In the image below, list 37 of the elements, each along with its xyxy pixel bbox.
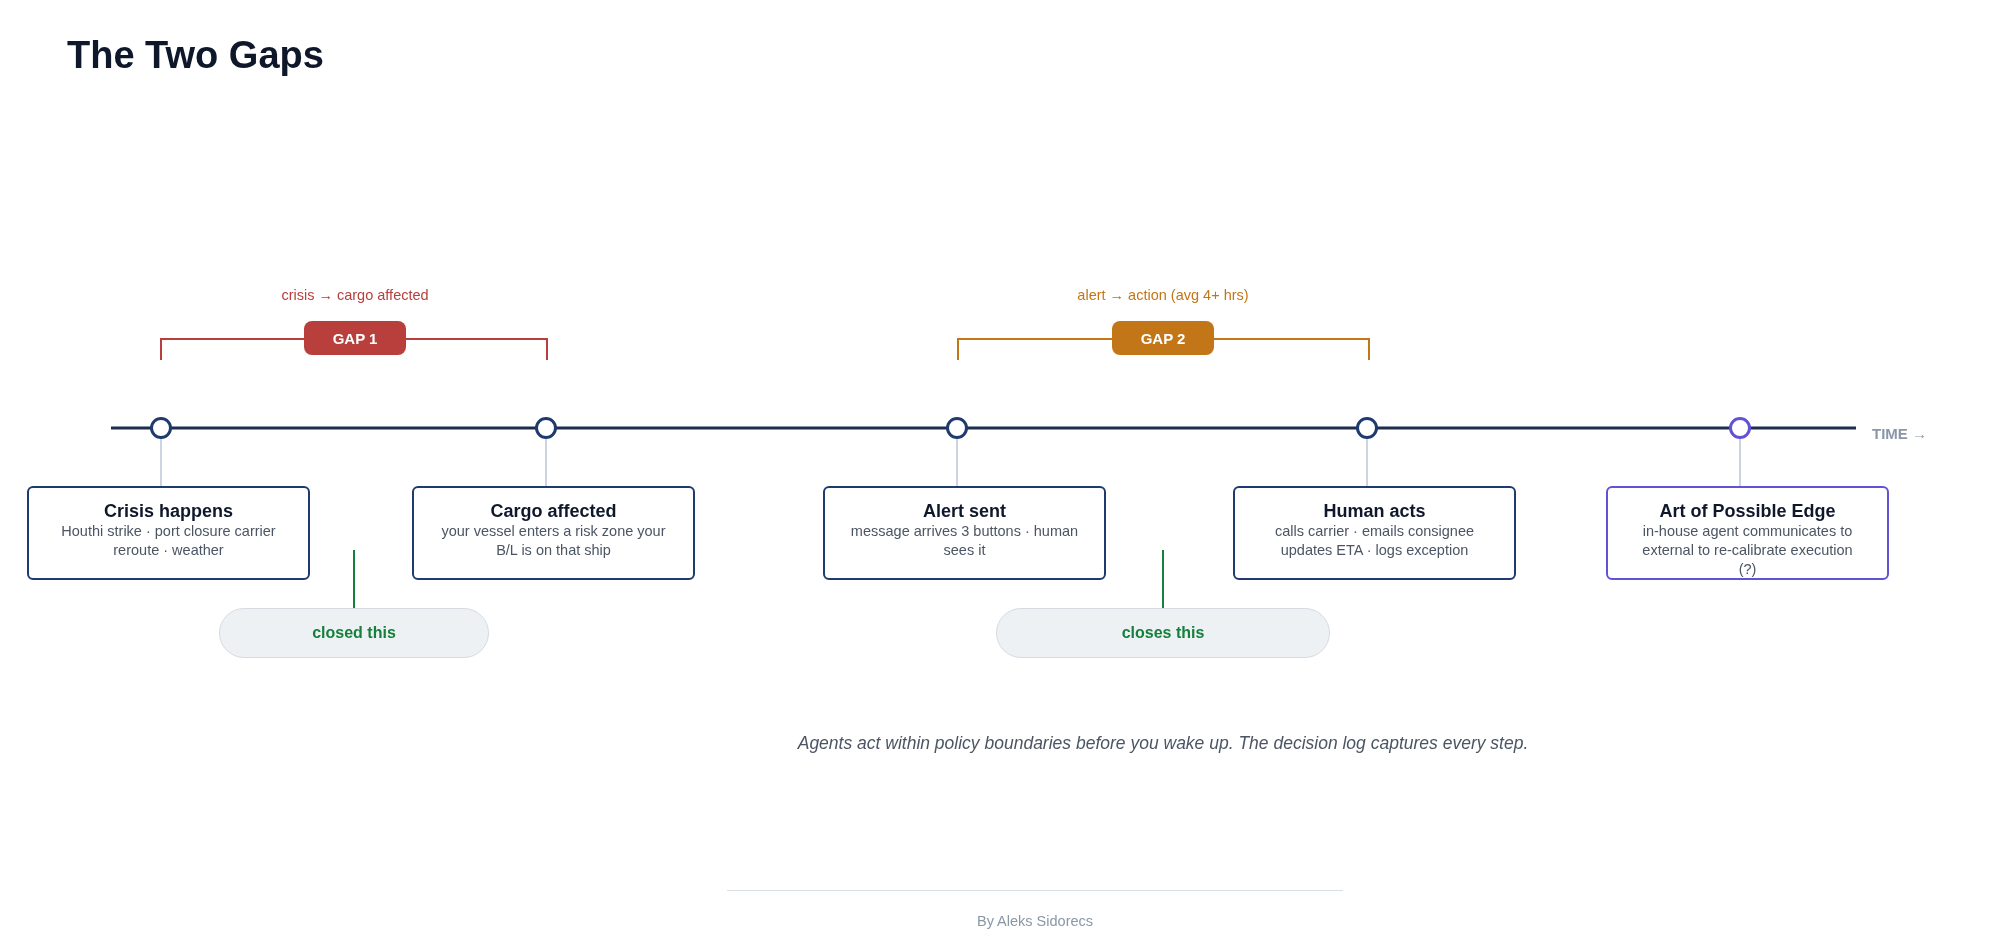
status-pill: closes this — [996, 608, 1330, 658]
connector-line — [1739, 438, 1741, 487]
connector-line — [353, 549, 355, 609]
event-card — [27, 486, 310, 580]
gap-caption: crisis → cargo affected — [280, 287, 430, 303]
gap-badge: GAP 2 — [1112, 321, 1214, 355]
card-title: Alert sent — [922, 500, 1007, 522]
connector-line — [1366, 438, 1368, 487]
gap-caption: alert → action (avg 4+ hrs) — [1076, 287, 1250, 303]
timeline-marker — [535, 417, 557, 439]
timeline-marker — [1356, 417, 1378, 439]
status-pill: closed this — [219, 608, 489, 658]
event-card — [823, 486, 1106, 580]
card-title: Human acts — [1322, 500, 1427, 522]
author-credit: By Aleks Sidorecs — [975, 913, 1095, 929]
footnote-text: Agents act within policy boundaries before you wake up. The decision log captures every step. — [796, 733, 1530, 754]
connector-line — [160, 438, 162, 487]
card-title: Art of Possible Edge — [1658, 500, 1837, 522]
connector-line — [545, 438, 547, 487]
event-card — [1233, 486, 1516, 580]
timeline-marker — [946, 417, 968, 439]
card-description: message arrives 3 buttons · human sees it — [849, 522, 1080, 560]
timeline-marker — [150, 417, 172, 439]
card-description: Houthi strike · port closure carrier reroute · weather — [60, 522, 277, 560]
gap-badge: GAP 1 — [304, 321, 406, 355]
page-title: The Two Gaps — [67, 34, 324, 77]
card-title: Cargo affected — [489, 500, 618, 522]
connector-line — [1162, 549, 1164, 609]
event-card — [412, 486, 695, 580]
card-description: calls carrier · emails consignee updates ETA · logs exception — [1273, 522, 1475, 560]
event-card — [1606, 486, 1889, 580]
card-description: in-house agent communicates to external to re-calibrate execution (?) — [1641, 522, 1854, 579]
timeline-marker — [1729, 417, 1751, 439]
axis-label: TIME → — [1872, 425, 1927, 442]
card-title: Crisis happens — [102, 500, 234, 522]
connector-line — [956, 438, 958, 487]
card-description: your vessel enters a risk zone your B/L is on that ship — [440, 522, 667, 560]
